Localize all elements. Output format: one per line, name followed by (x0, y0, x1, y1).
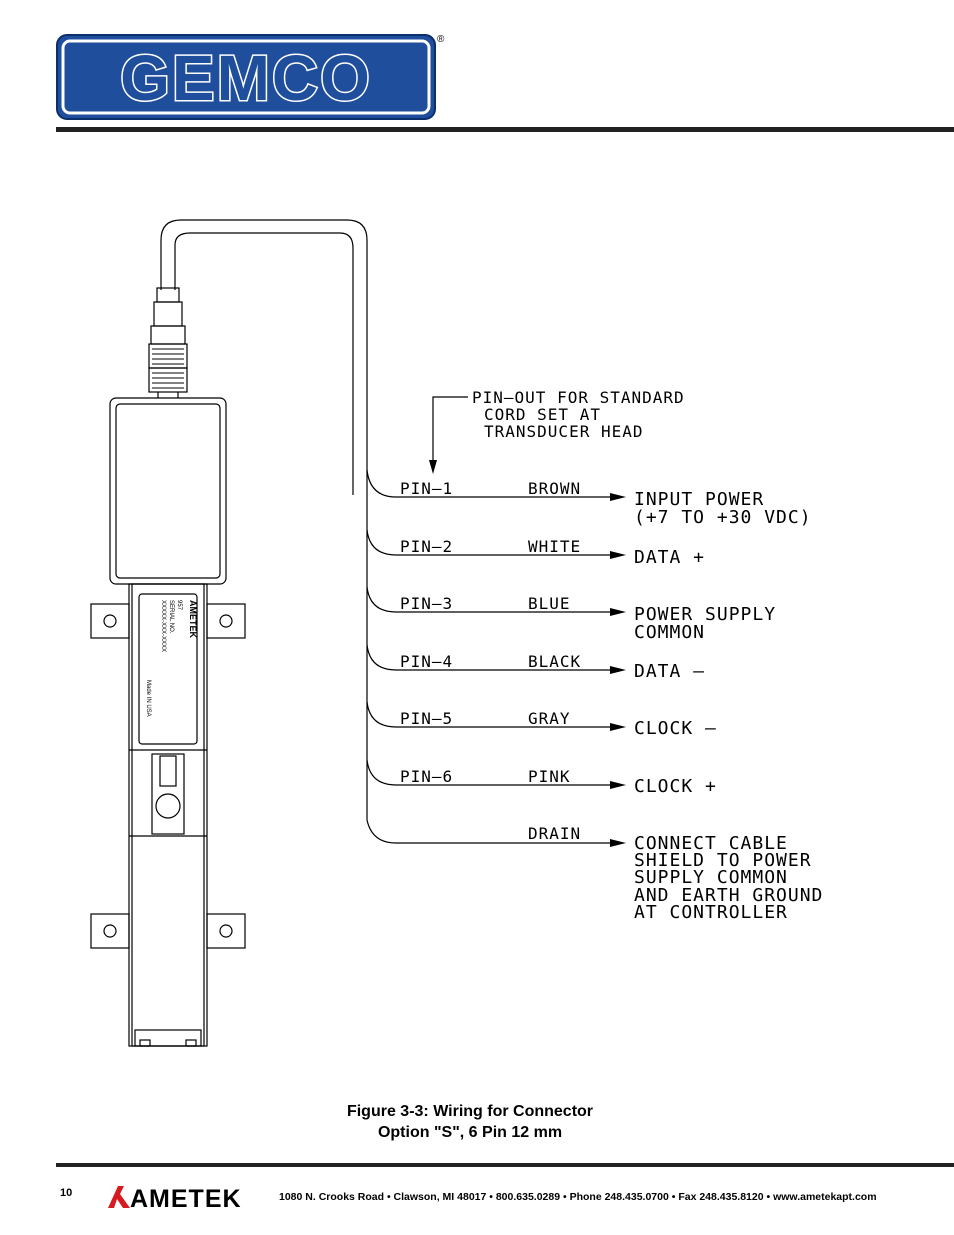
signal-label: DATA + (634, 547, 705, 568)
signal-label: (+7 TO +30 VDC) (634, 507, 812, 528)
header-rule (56, 127, 954, 132)
wire-color: BLACK (528, 652, 581, 671)
signal-label: AND EARTH GROUND (634, 885, 823, 906)
pin-label: PIN—3 (400, 594, 453, 613)
wire-color: BLUE (528, 594, 571, 613)
pin-label: PIN—4 (400, 652, 453, 671)
wire-color: WHITE (528, 537, 581, 556)
plate-made-in: Made IN USA (145, 680, 151, 717)
ametek-logo: AMETEK (108, 1185, 242, 1212)
footer-rule (56, 1163, 954, 1167)
wire-color: DRAIN (528, 824, 581, 843)
signal-label: CLOCK + (634, 776, 717, 797)
page-number: 10 (60, 1187, 73, 1199)
plate-brand: AMETEK (188, 600, 198, 639)
signal-label: DATA — (634, 661, 705, 682)
callout-line-3: TRANSDUCER HEAD (484, 422, 644, 441)
pin-label: PIN—5 (400, 709, 453, 728)
callout-line-1: PIN—OUT FOR STANDARD (472, 388, 685, 407)
wire-color: BROWN (528, 479, 581, 498)
plate-serial-label: SERIAL NO. (168, 600, 174, 634)
registered-mark: ® (437, 34, 445, 45)
pin-label: PIN—6 (400, 767, 453, 786)
wire-color: PINK (528, 767, 571, 786)
callout-line-2: CORD SET AT (484, 405, 601, 424)
pin-label: PIN—2 (400, 537, 453, 556)
footer-address: 1080 N. Crooks Road • Clawson, MI 48017 … (279, 1191, 877, 1203)
wire-color: GRAY (528, 709, 571, 728)
signal-label: CONNECT CABLE (634, 833, 788, 854)
pin-label: PIN—1 (400, 479, 453, 498)
signal-label: INPUT POWER (634, 489, 764, 510)
signal-label: SUPPLY COMMON (634, 867, 788, 888)
signal-label: SHIELD TO POWER (634, 850, 812, 871)
signal-label: POWER SUPPLY (634, 604, 776, 625)
signal-label: AT CONTROLLER (634, 902, 788, 923)
gemco-logo-text: GEMCO (120, 42, 372, 114)
gemco-logo: GEMCO (56, 34, 436, 120)
plate-model: 957 (176, 600, 182, 611)
figure-caption-line-2: Option "S", 6 Pin 12 mm (377, 1124, 563, 1141)
plate-serial: XXXXX-XXX-XXXX (160, 600, 166, 652)
signal-label: CLOCK — (634, 718, 717, 739)
figure-caption-line-1: Figure 3-3: Wiring for Connector (346, 1103, 594, 1120)
ametek-logo-text: AMETEK (130, 1185, 242, 1212)
signal-label: COMMON (634, 622, 705, 643)
